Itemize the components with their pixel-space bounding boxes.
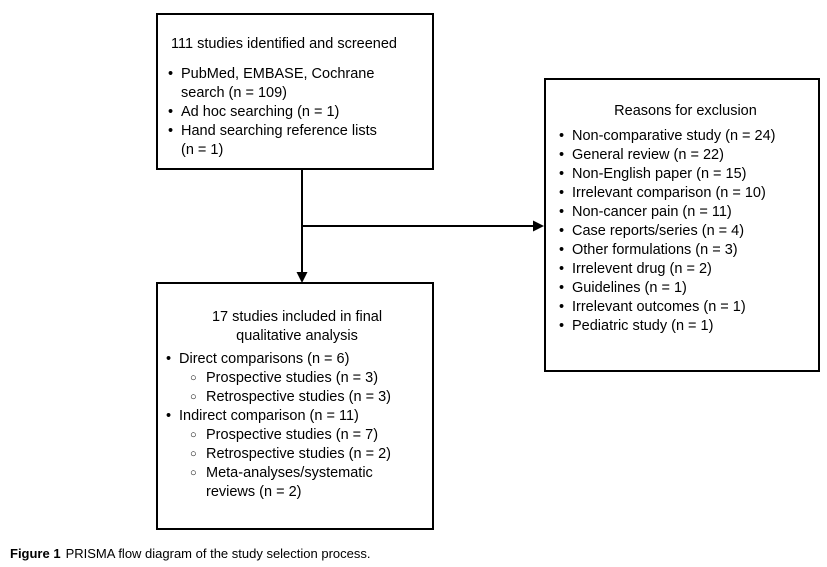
list-item: • Non-English paper (n = 15)	[559, 165, 812, 184]
list-item: • Pediatric study (n = 1)	[559, 317, 812, 336]
list-item-text: Guidelines (n = 1)	[572, 280, 687, 296]
included-box-title: 17 studies included in final qualitative…	[211, 309, 383, 344]
bullet-marker: •	[168, 66, 174, 82]
list-item: ○ Retrospective studies (n = 2)	[190, 445, 428, 464]
circle-bullet-marker: ○	[190, 391, 197, 403]
list-item: • Irrelevant outcomes (n = 1)	[559, 298, 812, 317]
identified-box-title: 111 studies identified and screened	[171, 36, 397, 52]
bullet-marker: •	[559, 261, 565, 277]
list-item-text: Case reports/series (n = 4)	[572, 223, 745, 239]
identified-box: 111 studies identified and screened • Pu…	[156, 13, 434, 170]
list-item: • Indirect comparison (n = 11)	[166, 407, 428, 426]
list-item-text: General review (n = 22)	[572, 147, 724, 163]
circle-bullet-marker: ○	[190, 372, 197, 384]
arrowhead-right-icon	[533, 220, 544, 232]
list-item-text: Non-comparative study (n = 24)	[572, 128, 776, 144]
list-item: • Other formulations (n = 3)	[559, 241, 812, 260]
list-item-text: Meta-analyses/systematic reviews (n = 2)	[206, 465, 373, 500]
list-item: • Non-cancer pain (n = 11)	[559, 203, 812, 222]
circle-bullet-marker: ○	[190, 467, 197, 479]
list-item-text: Irrelevant outcomes (n = 1)	[572, 299, 746, 315]
list-item: ○ Retrospective studies (n = 3)	[190, 388, 428, 407]
list-item-text: Irrelevent drug (n = 2)	[572, 261, 712, 277]
list-item-text: PubMed, EMBASE, Cochrane search (n = 109…	[181, 66, 375, 101]
list-item-text: Pediatric study (n = 1)	[572, 318, 714, 334]
bullet-marker: •	[559, 147, 565, 163]
bullet-marker: •	[559, 166, 565, 182]
circle-bullet-marker: ○	[190, 429, 197, 441]
list-item-text: Prospective studies (n = 7)	[206, 427, 379, 443]
figure-caption-label: Figure 1	[10, 546, 61, 561]
list-item-text: Retrospective studies (n = 3)	[206, 389, 391, 405]
list-item-text: Non-cancer pain (n = 11)	[572, 204, 732, 220]
list-item: ○ Prospective studies (n = 7)	[190, 426, 428, 445]
exclusion-box-list: • Non-comparative study (n = 24) • Gener…	[559, 127, 812, 336]
figure-caption: Figure 1 PRISMA flow diagram of the study…	[10, 546, 371, 562]
bullet-marker: •	[559, 242, 565, 258]
list-item: ○ Meta-analyses/systematic reviews (n = …	[190, 464, 428, 502]
circle-bullet-marker: ○	[190, 448, 197, 460]
list-item-text: Hand searching reference lists (n = 1)	[181, 123, 377, 158]
list-item-text: Prospective studies (n = 3)	[206, 370, 379, 386]
bullet-marker: •	[559, 128, 565, 144]
bullet-marker: •	[559, 280, 565, 296]
list-item: ○ Prospective studies (n = 3)	[190, 369, 428, 388]
list-item: • General review (n = 22)	[559, 146, 812, 165]
list-item: • Hand searching reference lists (n = 1)	[168, 122, 424, 160]
list-item-text: Non-English paper (n = 15)	[572, 166, 747, 182]
list-item: • Case reports/series (n = 4)	[559, 222, 812, 241]
bullet-marker: •	[559, 223, 565, 239]
list-item: • Direct comparisons (n = 6)	[166, 350, 428, 369]
bullet-marker: •	[559, 204, 565, 220]
list-item-text: Ad hoc searching (n = 1)	[181, 104, 340, 120]
included-box-list: • Direct comparisons (n = 6) ○ Prospecti…	[166, 350, 428, 502]
list-item: • Guidelines (n = 1)	[559, 279, 812, 298]
list-item-text: Direct comparisons (n = 6)	[179, 351, 350, 367]
bullet-marker: •	[168, 104, 174, 120]
list-item: • PubMed, EMBASE, Cochrane search (n = 1…	[168, 65, 424, 103]
exclusion-box: Reasons for exclusion • Non-comparative …	[544, 78, 820, 372]
bullet-marker: •	[559, 318, 565, 334]
bullet-marker: •	[559, 299, 565, 315]
list-item-text: Indirect comparison (n = 11)	[179, 408, 359, 424]
list-item-text: Retrospective studies (n = 2)	[206, 446, 391, 462]
list-item: • Irrelevant comparison (n = 10)	[559, 184, 812, 203]
list-item: • Ad hoc searching (n = 1)	[168, 103, 424, 122]
list-item-text: Irrelevant comparison (n = 10)	[572, 185, 766, 201]
bullet-marker: •	[166, 408, 172, 424]
exclusion-box-title: Reasons for exclusion	[614, 103, 757, 119]
figure-caption-text: PRISMA flow diagram of the study selecti…	[65, 546, 371, 561]
included-box: 17 studies included in final qualitative…	[156, 282, 434, 530]
bullet-marker: •	[168, 123, 174, 139]
list-item: • Irrelevent drug (n = 2)	[559, 260, 812, 279]
list-item: • Non-comparative study (n = 24)	[559, 127, 812, 146]
identified-box-list: • PubMed, EMBASE, Cochrane search (n = 1…	[168, 65, 424, 160]
bullet-marker: •	[559, 185, 565, 201]
list-item-text: Other formulations (n = 3)	[572, 242, 738, 258]
bullet-marker: •	[166, 351, 172, 367]
